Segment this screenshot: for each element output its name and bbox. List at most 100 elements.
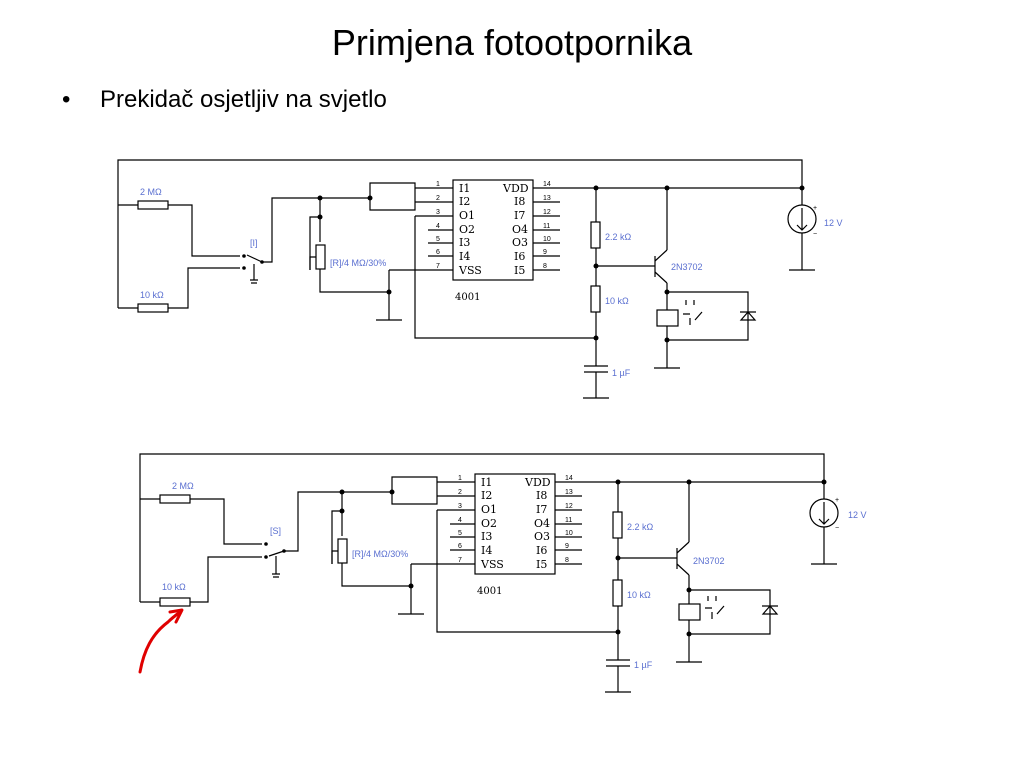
resistor-2k2-label: 2.2 kΩ — [627, 522, 654, 532]
circuit-2: 2 MΩ 10 kΩ [S] [R]/4 MΩ/30% 4001 — [139, 453, 867, 693]
transistor-2n3702: 2N3702 — [654, 188, 703, 300]
ic-left-labels: I1 I2 O1 O2 I3 I4 VSS — [480, 476, 504, 571]
svg-text:I2: I2 — [481, 489, 492, 502]
svg-text:11: 11 — [543, 223, 550, 230]
voltage-source: 12 V + − — [809, 479, 867, 565]
resistor-2k2-label: 2.2 kΩ — [605, 232, 632, 242]
svg-text:12: 12 — [543, 209, 551, 216]
svg-text:O1: O1 — [459, 209, 475, 222]
svg-text:O3: O3 — [534, 530, 550, 543]
svg-text:2: 2 — [458, 489, 462, 496]
resistor-10k-ldr — [137, 303, 169, 313]
svg-text:2N3702: 2N3702 — [693, 556, 725, 566]
resistor-2k2 — [612, 511, 623, 539]
svg-text:I4: I4 — [459, 250, 470, 263]
resistor-10k-base — [590, 285, 601, 313]
voltage-source: 12 V + − — [787, 185, 843, 271]
bullet-text: Prekidač osjetljiv na svjetlo — [100, 86, 387, 113]
svg-text:I7: I7 — [514, 209, 525, 222]
svg-text:I8: I8 — [536, 489, 547, 502]
switch: [I] — [242, 238, 264, 284]
resistor-10k-ldr — [159, 597, 191, 607]
slide-title: Primjena fotootpornika — [331, 22, 693, 63]
switch: [S] — [264, 526, 286, 578]
svg-text:−: − — [813, 231, 817, 238]
svg-text:I7: I7 — [536, 503, 547, 516]
svg-text:14: 14 — [543, 181, 551, 188]
resistor-2m-label: 2 MΩ — [172, 481, 194, 491]
bullet-item: •Prekidač osjetljiv na svjetlo — [62, 86, 387, 114]
svg-text:14: 14 — [565, 475, 573, 482]
resistor-base-label: 10 kΩ — [605, 296, 629, 306]
svg-text:12: 12 — [565, 503, 573, 510]
relay-coil — [678, 603, 701, 621]
svg-text:3: 3 — [436, 209, 440, 216]
ic-right-labels: VDD I8 I7 O4 O3 I6 I5 — [502, 182, 529, 277]
ic-name: 4001 — [477, 586, 502, 597]
svg-text:8: 8 — [565, 557, 569, 564]
diode — [761, 605, 779, 615]
svg-text:I5: I5 — [536, 558, 547, 571]
svg-text:8: 8 — [543, 263, 547, 270]
svg-text:O4: O4 — [534, 517, 550, 530]
circuit-1: 2 MΩ 10 kΩ [I] [R]/4 MΩ/30% — [117, 159, 843, 399]
ic-right-pins: 14 13 12 11 10 9 8 — [565, 475, 573, 564]
svg-text:O2: O2 — [459, 223, 475, 236]
svg-text:O4: O4 — [512, 223, 528, 236]
capacitor-1uf — [583, 365, 609, 399]
svg-text:I3: I3 — [481, 530, 492, 543]
ic-right-pins: 14 13 12 11 10 9 8 — [543, 181, 551, 270]
ic-left-pins: 1 2 3 4 5 6 7 — [436, 181, 440, 270]
resistor-10k-label: 10 kΩ — [140, 290, 164, 300]
svg-text:10: 10 — [565, 530, 573, 537]
red-arrow-annotation — [138, 608, 184, 674]
svg-text:+: + — [835, 497, 839, 504]
svg-text:13: 13 — [543, 195, 551, 202]
svg-text:VSS: VSS — [480, 558, 504, 571]
svg-text:7: 7 — [436, 263, 440, 270]
resistor-base-label: 10 kΩ — [627, 590, 651, 600]
potentiometer-label: [R]/4 MΩ/30% — [330, 258, 386, 268]
relay-contact — [705, 605, 725, 619]
svg-text:I4: I4 — [481, 544, 492, 557]
svg-text:4: 4 — [436, 223, 440, 230]
svg-text:O1: O1 — [481, 503, 497, 516]
svg-text:5: 5 — [458, 530, 462, 537]
svg-text:9: 9 — [543, 249, 547, 256]
potentiometer-label: [R]/4 MΩ/30% — [352, 549, 408, 559]
ic-4001 — [474, 473, 556, 575]
resistor-2k2 — [590, 221, 601, 249]
transistor-2n3702: 2N3702 — [676, 482, 725, 594]
svg-text:I2: I2 — [459, 195, 470, 208]
ic-4001 — [452, 179, 534, 281]
resistor-2m — [137, 200, 169, 210]
svg-text:6: 6 — [458, 543, 462, 550]
ic-left-labels: I1 I2 O1 O2 I3 I4 VSS — [458, 182, 482, 277]
relay-contact — [683, 311, 703, 325]
svg-text:I1: I1 — [459, 182, 470, 195]
svg-text:10: 10 — [543, 236, 551, 243]
switch-key-label: [S] — [270, 526, 281, 536]
svg-text:I6: I6 — [514, 250, 525, 263]
svg-text:1: 1 — [436, 181, 440, 188]
svg-text:12 V: 12 V — [824, 218, 843, 228]
potentiometer — [337, 538, 348, 564]
svg-text:5: 5 — [436, 236, 440, 243]
resistor-10k-label: 10 kΩ — [162, 582, 186, 592]
svg-text:I8: I8 — [514, 195, 525, 208]
svg-text:−: − — [835, 525, 839, 532]
svg-text:1: 1 — [458, 475, 462, 482]
svg-text:6: 6 — [436, 249, 440, 256]
resistor-10k-base — [612, 579, 623, 607]
svg-text:VDD: VDD — [524, 476, 551, 489]
resistor-2m-label: 2 MΩ — [140, 187, 162, 197]
svg-text:VDD: VDD — [502, 182, 529, 195]
switch-key-label: [I] — [250, 238, 258, 248]
capacitor-label: 1 µF — [634, 660, 653, 670]
svg-text:3: 3 — [458, 503, 462, 510]
potentiometer — [315, 244, 326, 270]
svg-text:VSS: VSS — [458, 264, 482, 277]
svg-text:7: 7 — [458, 557, 462, 564]
relay-coil — [656, 309, 679, 327]
